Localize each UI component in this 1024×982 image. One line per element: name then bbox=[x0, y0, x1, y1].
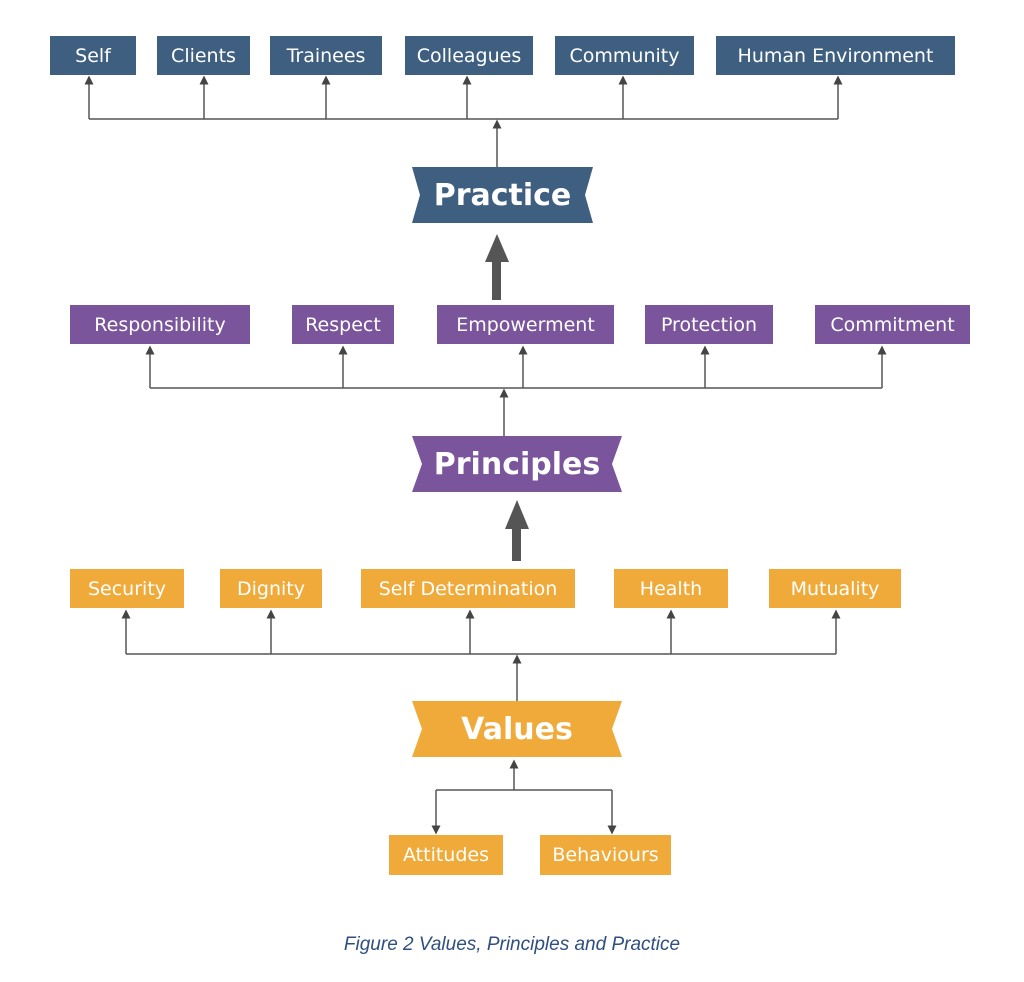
thick-arrow-shaft bbox=[512, 527, 521, 561]
principle-empowerment: Empowerment bbox=[437, 305, 614, 344]
practice-target-community: Community bbox=[555, 36, 694, 75]
value-self-determination: Self Determination bbox=[361, 569, 575, 608]
value-dignity: Dignity bbox=[220, 569, 322, 608]
source-attitudes: Attitudes bbox=[389, 835, 503, 875]
practice-banner-shape bbox=[412, 167, 593, 223]
value-mutuality: Mutuality bbox=[769, 569, 901, 608]
source-behaviours: Behaviours bbox=[540, 835, 671, 875]
thick-arrow-shaft bbox=[492, 260, 501, 300]
thick-arrow-head bbox=[485, 234, 509, 262]
practice-target-trainees: Trainees bbox=[270, 36, 382, 75]
practice-target-clients: Clients bbox=[157, 36, 250, 75]
principle-responsibility: Responsibility bbox=[70, 305, 250, 344]
value-security: Security bbox=[70, 569, 184, 608]
principles-banner: Principles bbox=[433, 446, 601, 482]
value-health: Health bbox=[614, 569, 728, 608]
thick-arrow-head bbox=[505, 500, 529, 529]
values-banner: Values bbox=[461, 711, 573, 747]
principles-banner-shape bbox=[412, 436, 622, 492]
principle-commitment: Commitment bbox=[815, 305, 970, 344]
practice-target-human-environment: Human Environment bbox=[716, 36, 955, 75]
values-banner-shape bbox=[412, 701, 622, 757]
principle-respect: Respect bbox=[292, 305, 394, 344]
practice-banner: Practice bbox=[433, 177, 572, 213]
practice-target-colleagues: Colleagues bbox=[405, 36, 533, 75]
practice-target-self: Self bbox=[50, 36, 136, 75]
figure-caption: Figure 2 Values, Principles and Practice bbox=[343, 934, 681, 955]
principle-protection: Protection bbox=[645, 305, 773, 344]
